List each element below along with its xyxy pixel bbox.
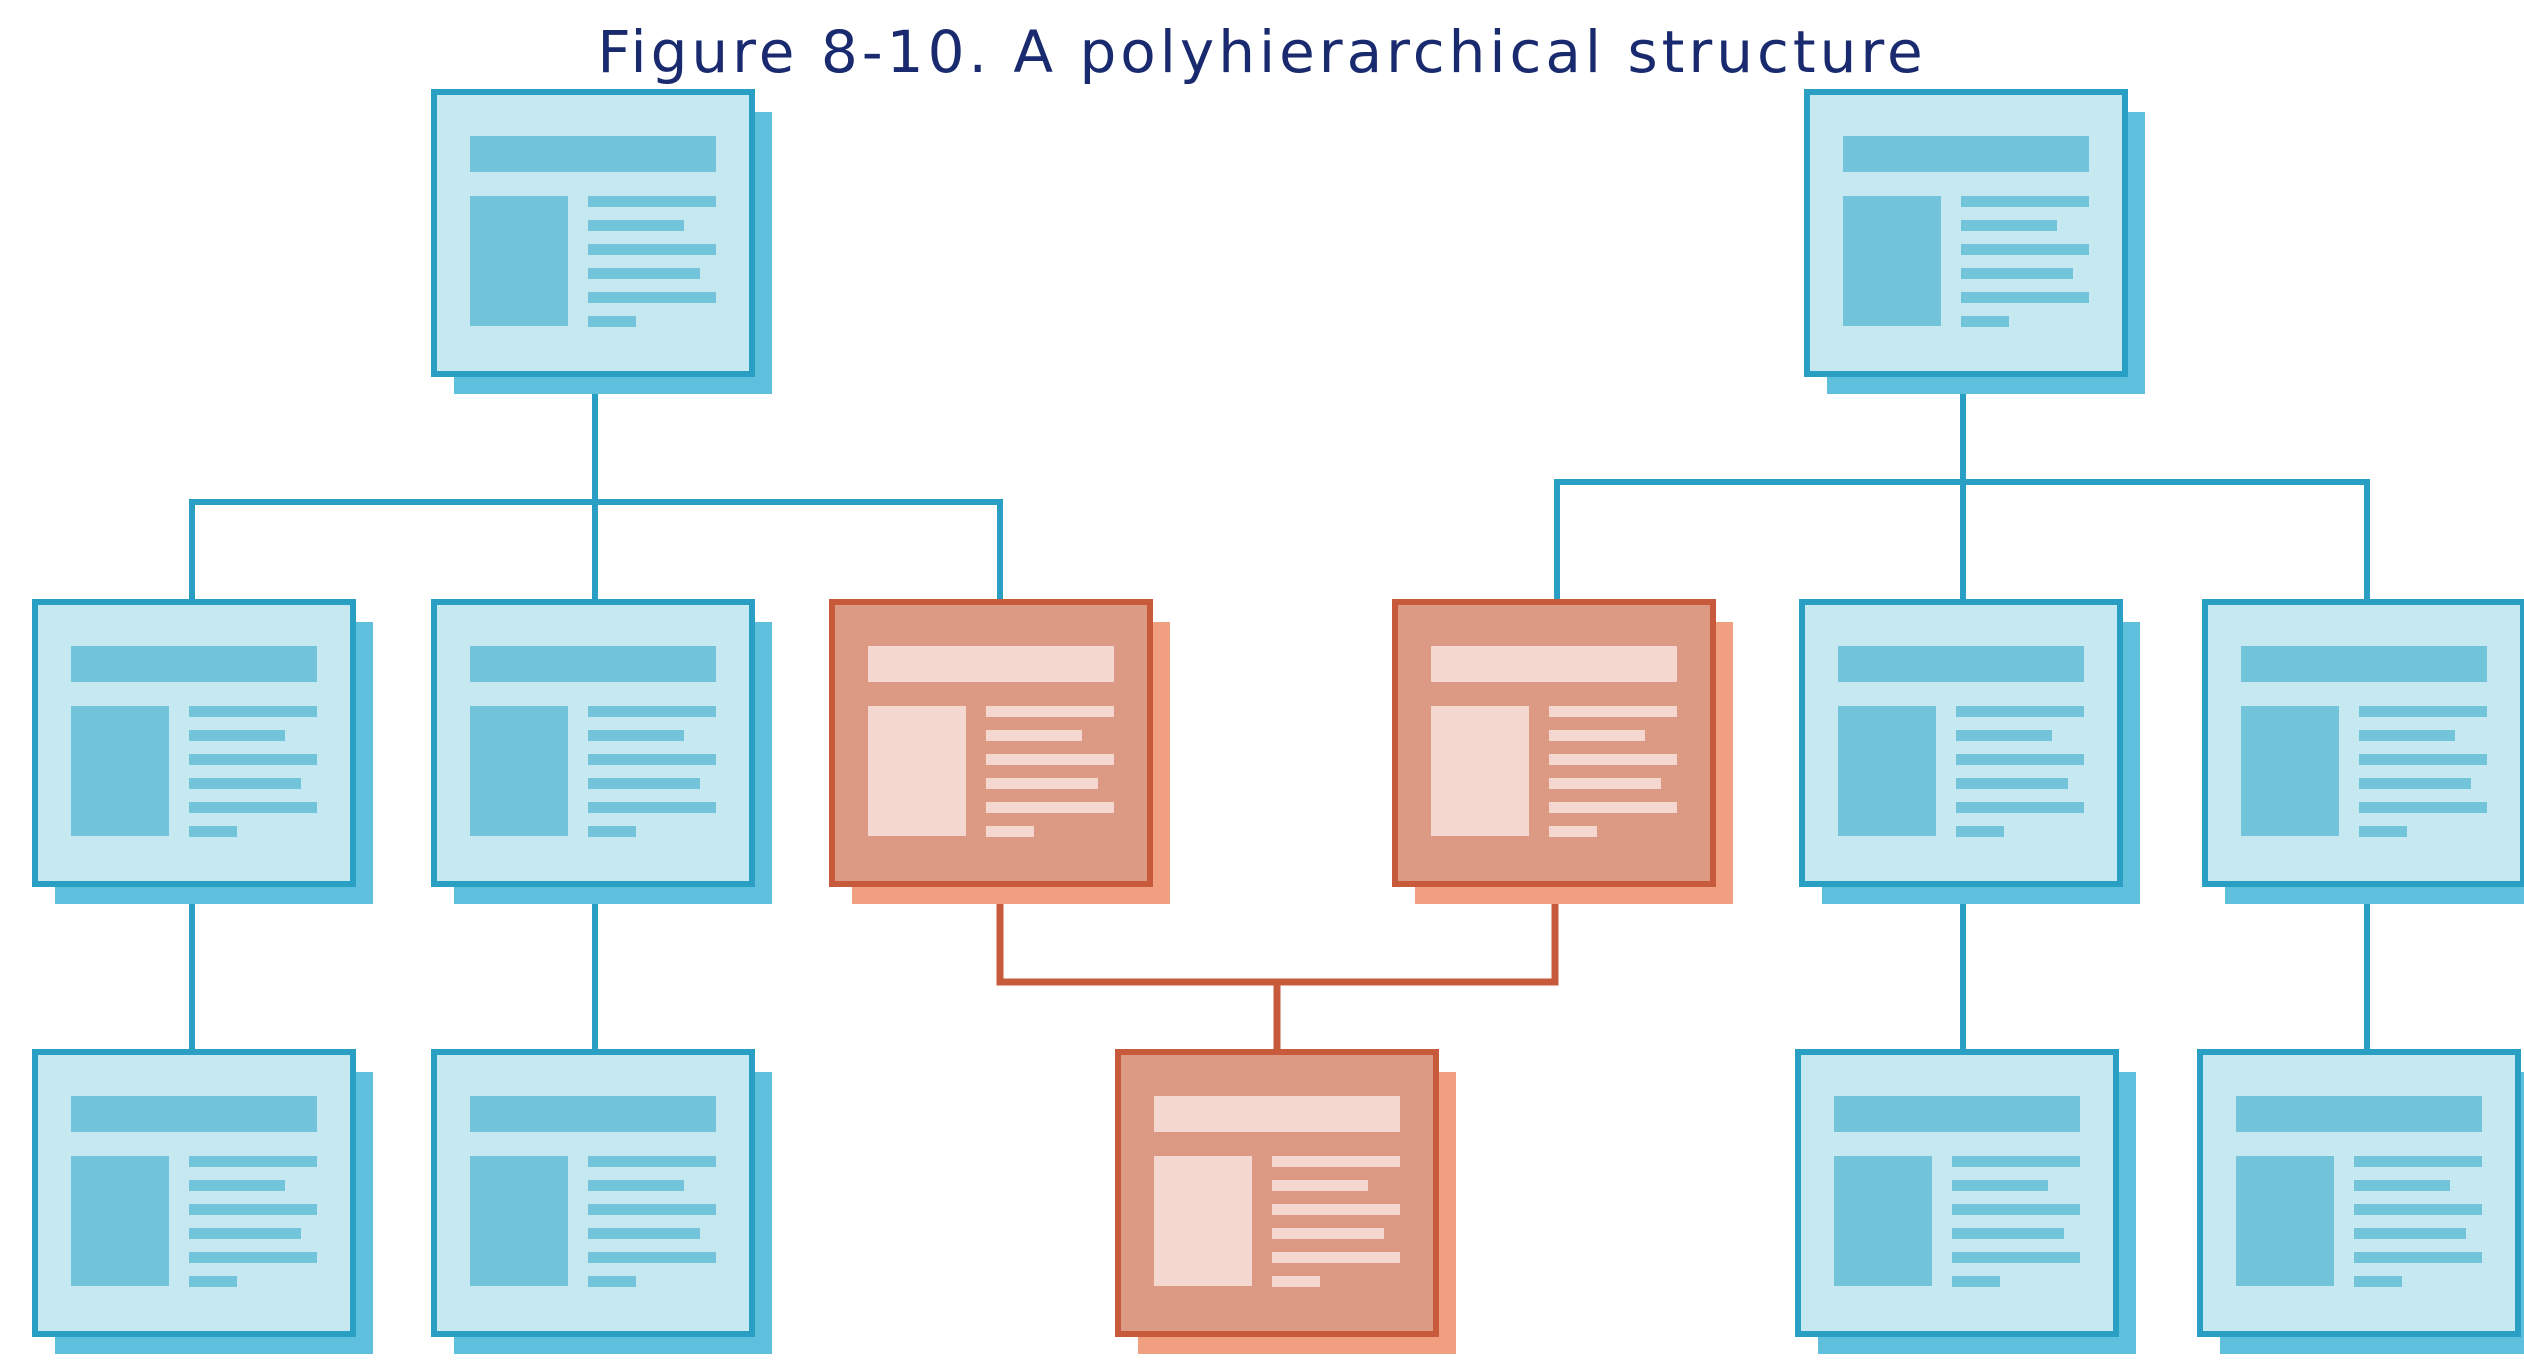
connector-root-a-children bbox=[189, 367, 1003, 605]
page-node-b-child-2 bbox=[1802, 602, 2140, 904]
figure-title: Figure 8-10. A polyhierarchical structur… bbox=[597, 18, 1927, 86]
connector-root-b-children bbox=[1554, 367, 2370, 605]
page-node-root-a bbox=[434, 92, 772, 394]
page-node-b-child-1-shared bbox=[1395, 602, 1733, 904]
page-node-a-grandchild-2 bbox=[434, 1052, 772, 1354]
page-node-a-child-3-shared bbox=[832, 602, 1170, 904]
page-node-a-child-2 bbox=[434, 602, 772, 904]
page-node-b-child-3 bbox=[2205, 602, 2524, 904]
blue-connectors bbox=[189, 367, 2370, 1055]
page-node-a-child-1 bbox=[35, 602, 373, 904]
page-node-shared-grandchild bbox=[1118, 1052, 1456, 1354]
page-node-b-grandchild-3 bbox=[2200, 1052, 2524, 1354]
page-node-b-grandchild-2 bbox=[1798, 1052, 2136, 1354]
connector-shared-grandchild bbox=[996, 878, 1559, 1056]
page-node-a-grandchild-1 bbox=[35, 1052, 373, 1354]
red-connectors bbox=[996, 878, 1559, 1056]
page-node-root-b bbox=[1807, 92, 2145, 394]
